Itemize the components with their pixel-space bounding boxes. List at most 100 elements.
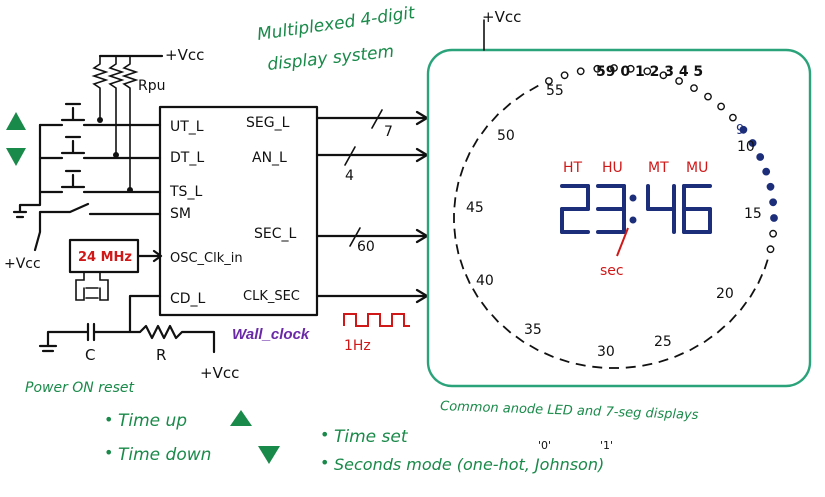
second-led — [515, 92, 525, 101]
colon-dot-top — [629, 194, 637, 202]
second-led — [491, 314, 500, 323]
second-led — [480, 125, 489, 135]
seg-bus-width: 7 — [384, 124, 393, 140]
input-dt-l: DT_L — [170, 150, 204, 166]
legend-seconds-mode: Seconds mode (one-hot, Johnson) — [334, 455, 604, 474]
second-led — [728, 314, 737, 323]
vcc-bottom-label: +Vcc — [200, 364, 239, 382]
input-ts-l: TS_L — [169, 184, 202, 200]
second-led — [459, 259, 465, 270]
ring-label-20: 20 — [716, 286, 734, 302]
second-led-ring — [453, 64, 778, 369]
reset-caption: Power ON reset — [25, 380, 134, 396]
second-led — [717, 102, 725, 111]
ring-label-25: 25 — [654, 334, 672, 350]
sm-switch — [33, 202, 162, 252]
ring-label-45: 45 — [466, 200, 484, 216]
legend-bullet-2: • — [104, 443, 113, 462]
second-led — [716, 325, 726, 334]
second-led — [480, 301, 489, 311]
digit-label-hu: HU — [602, 160, 623, 176]
ts-switch-node — [127, 187, 133, 193]
clk-waveform — [343, 313, 410, 327]
second-led — [576, 67, 585, 76]
seg-bus-slash — [371, 109, 383, 129]
second-led — [559, 358, 570, 364]
second-led — [675, 77, 683, 85]
second-led — [502, 325, 512, 334]
reset-wiring — [38, 294, 216, 354]
pullup-resistors — [91, 55, 139, 191]
wall-clock-block — [158, 105, 319, 317]
second-led — [749, 288, 756, 298]
ring-top-numbers: 59 0 1 2 3 4 5 — [596, 64, 703, 80]
input-ut-l: UT_L — [170, 119, 204, 135]
ring-label-10: 10 — [737, 139, 755, 155]
title-line-2: display system — [266, 42, 395, 75]
sec-bus-slash — [349, 227, 361, 247]
second-led — [502, 102, 512, 111]
second-led — [455, 181, 460, 192]
title-line-1: Multiplexed 4-digit — [256, 3, 417, 45]
display-caption: Common anode LED and 7-seg displays — [440, 399, 699, 423]
input-osc-clk-in: OSC_Clk_in — [170, 251, 243, 266]
seg-bus — [315, 110, 429, 126]
second-led — [515, 335, 525, 344]
second-led — [592, 365, 603, 369]
switch-common-rail — [12, 123, 42, 219]
second-led — [766, 245, 775, 254]
ring-label-30: 30 — [597, 344, 615, 360]
dt-switch-node — [113, 152, 119, 158]
second-led — [757, 274, 764, 284]
sec-bus-width: 60 — [357, 239, 375, 255]
legend-bullet-4: • — [320, 453, 329, 472]
clk-sec-line — [315, 288, 429, 304]
second-led — [472, 138, 479, 148]
second-led — [472, 288, 479, 298]
time-down-arrow-icon — [6, 148, 26, 166]
second-led — [658, 358, 669, 364]
second-led — [770, 214, 778, 222]
oscillator-wire — [136, 249, 163, 263]
legend-bit-0: '0' — [538, 439, 551, 452]
second-led — [766, 182, 775, 191]
ring-highlight-9: 9 — [736, 123, 744, 138]
ut-switch-node — [97, 117, 103, 123]
second-led — [459, 166, 465, 177]
second-led — [762, 167, 771, 176]
seven-seg-display — [560, 184, 712, 234]
second-led — [610, 64, 618, 72]
legend-time-set: Time set — [334, 427, 409, 447]
second-led — [748, 139, 757, 147]
output-sec-l: SEC_L — [254, 226, 297, 242]
second-led — [659, 71, 668, 80]
ring-label-15: 15 — [744, 206, 762, 222]
ring-label-35: 35 — [524, 322, 542, 338]
legend-up-arrow-icon — [230, 410, 252, 426]
resistor-label: R — [156, 346, 166, 364]
digit-label-mu: MU — [686, 160, 708, 176]
second-led — [739, 301, 748, 311]
rpu-label: Rpu — [138, 78, 166, 94]
capacitor-label: C — [85, 346, 95, 364]
second-led — [453, 228, 457, 239]
second-led — [464, 152, 471, 162]
second-led — [690, 84, 698, 93]
ring-label-40: 40 — [476, 273, 494, 289]
second-led — [545, 77, 553, 85]
legend-time-up: Time up — [118, 411, 187, 431]
second-led — [593, 64, 602, 73]
digit-label-mt: MT — [648, 160, 669, 176]
second-led — [674, 352, 684, 358]
second-led — [703, 335, 713, 344]
ring-label-50: 50 — [497, 128, 515, 144]
legend-bullet-1: • — [104, 410, 113, 429]
second-led — [464, 274, 471, 284]
sec-label: sec — [600, 263, 624, 279]
ts-switch — [38, 169, 162, 194]
second-led — [643, 67, 652, 76]
an-bus-slash — [344, 146, 356, 166]
second-led — [625, 365, 636, 369]
second-led — [529, 344, 539, 352]
an-bus-width: 4 — [345, 168, 354, 184]
